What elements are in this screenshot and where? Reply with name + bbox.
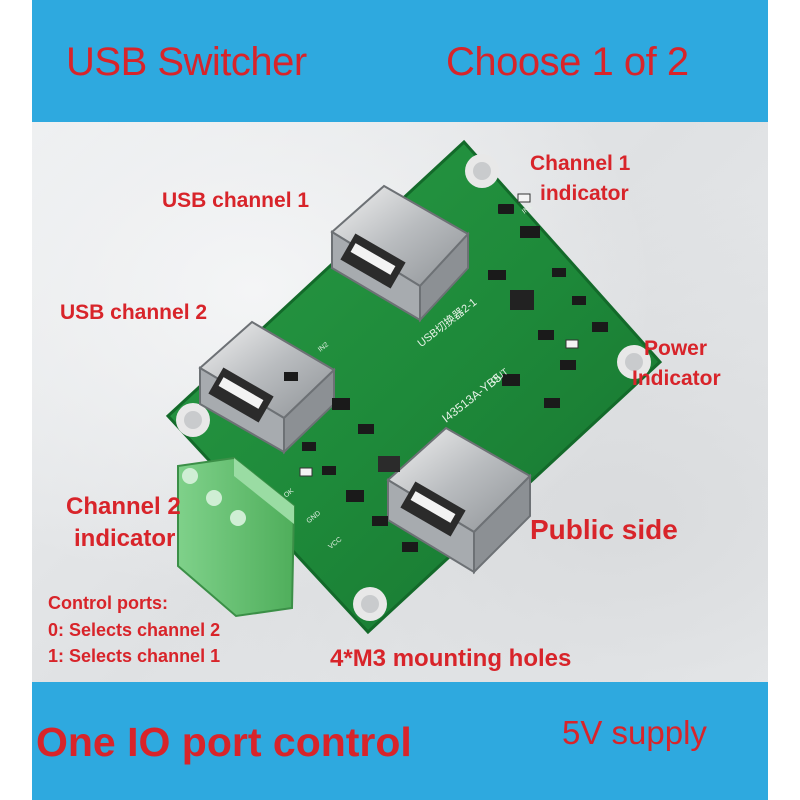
product-photo-frame: USB切换器2-1 I43513A-YB5 IN1 IN2 OUT OK GND… (32, 0, 768, 800)
title-left: USB Switcher (66, 40, 307, 84)
label-mounting-holes: 4*M3 mounting holes (330, 645, 572, 672)
usb-connector-channel-1 (330, 184, 470, 323)
label-power-indicator-line1: Power (644, 337, 708, 360)
footer-right: 5V supply (562, 714, 707, 751)
usb-connector-public-side (386, 426, 532, 575)
label-control-ports-1: 1: Selects channel 1 (48, 646, 221, 666)
label-public-side: Public side (530, 514, 678, 545)
label-usb-channel-2: USB channel 2 (60, 301, 208, 324)
label-channel-1-indicator-line2: indicator (540, 182, 629, 205)
label-channel-2-indicator-line2: indicator (74, 525, 176, 552)
led-indicators (299, 193, 579, 477)
smd-components (284, 204, 608, 552)
label-power-indicator-line2: Indicator (632, 367, 721, 390)
label-control-ports-title: Control ports: (48, 593, 168, 613)
title-right: Choose 1 of 2 (446, 40, 689, 84)
bottom-banner (32, 682, 768, 800)
label-usb-channel-1: USB channel 1 (162, 189, 310, 212)
top-banner (32, 0, 768, 122)
label-control-ports-0: 0: Selects channel 2 (48, 620, 221, 640)
footer-left: One IO port control (36, 719, 412, 765)
label-channel-2-indicator-line1: Channel 2 (66, 493, 181, 520)
terminal-block (177, 456, 296, 618)
mounting-holes (176, 154, 651, 621)
label-channel-1-indicator-line1: Channel 1 (530, 152, 631, 175)
pcb-board-illustration (165, 139, 663, 635)
